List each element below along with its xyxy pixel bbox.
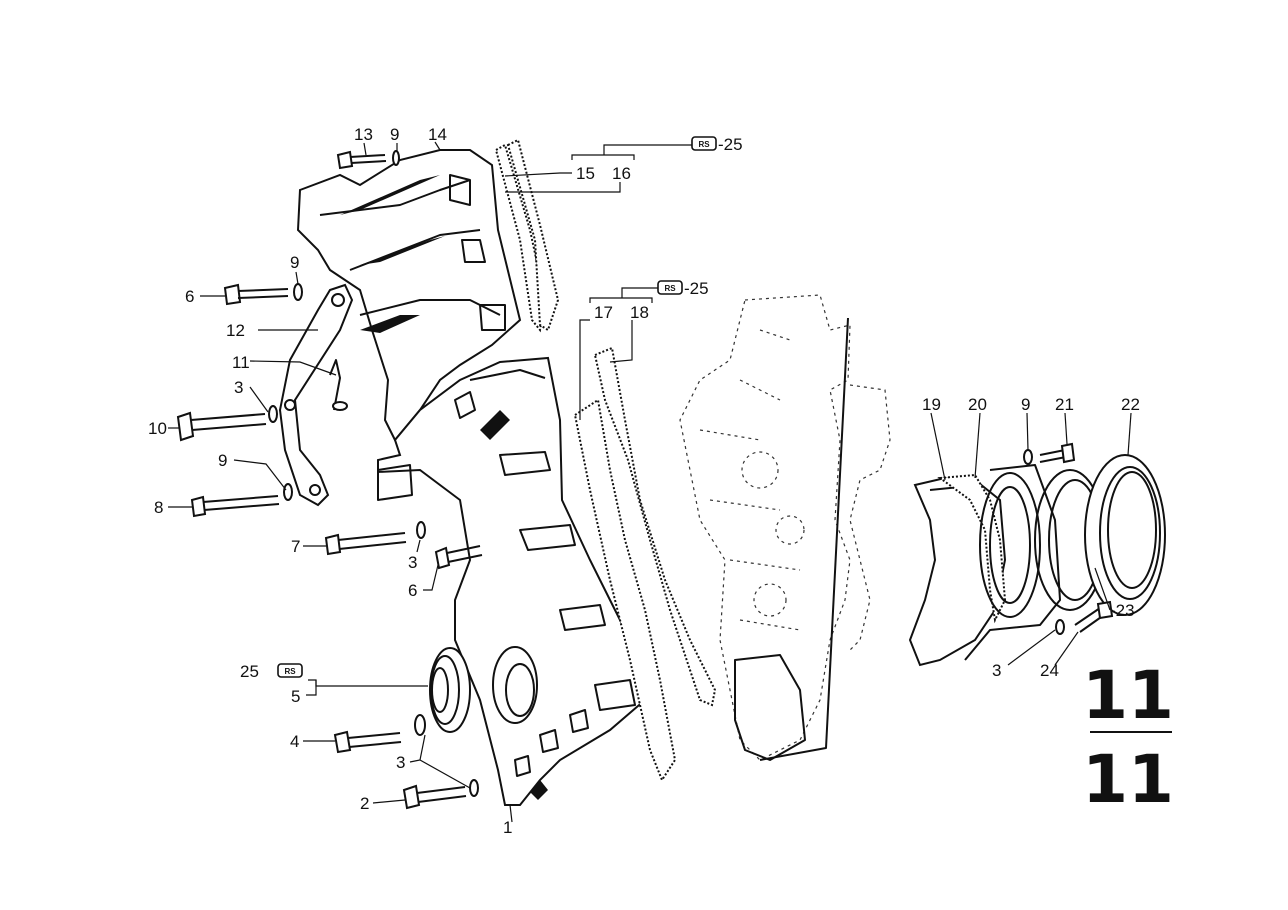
washer-9-top — [392, 150, 400, 166]
label-3-lower: 3 — [396, 753, 405, 772]
lower-timing-cover — [377, 356, 647, 806]
washer-3-seven — [416, 521, 426, 539]
label-15: 15 — [576, 164, 595, 183]
pin-11 — [329, 359, 348, 411]
label-9-rear: 9 — [1021, 395, 1030, 414]
washer-3-rear — [1055, 619, 1065, 635]
bolt-8 — [190, 495, 280, 518]
bolt-21 — [1039, 442, 1076, 464]
washer-9-low — [283, 483, 293, 501]
label-17: 17 — [594, 303, 613, 322]
bolt-6-lower — [434, 545, 483, 570]
label-9-low: 9 — [218, 451, 227, 470]
label-20: 20 — [968, 395, 987, 414]
label-21: 21 — [1055, 395, 1074, 414]
svg-text:RS: RS — [698, 140, 710, 149]
svg-text:RS: RS — [284, 667, 296, 676]
label-19: 19 — [922, 395, 941, 414]
washer-3-four — [414, 714, 426, 736]
repair-set-box-lower: RS — [277, 663, 303, 678]
label-8: 8 — [154, 498, 163, 517]
label-3-seven: 3 — [408, 553, 417, 572]
rear-oil-seal-carrier-20 — [964, 464, 1061, 661]
washer-9-rear — [1023, 449, 1033, 465]
bolt-10 — [176, 411, 267, 442]
rear-gasket-19 — [937, 473, 1007, 624]
group-number-bottom: 11 — [1082, 741, 1174, 818]
bolt-7 — [324, 532, 407, 556]
washer-9-mid — [293, 283, 303, 301]
lower-cover-gaskets — [573, 346, 717, 783]
bolt-6-upper — [223, 283, 289, 306]
engine-block-foot — [734, 654, 806, 761]
label-9-top: 9 — [390, 125, 399, 144]
label-25-lower: 25 — [240, 662, 259, 681]
label-25-top: -25 — [718, 135, 743, 154]
repair-set-box-top: RS — [691, 136, 717, 151]
engine-block-edge — [759, 317, 849, 761]
bracket — [278, 283, 354, 507]
label-6-lower: 6 — [408, 581, 417, 600]
label-5: 5 — [291, 687, 300, 706]
svg-text:RS: RS — [664, 284, 676, 293]
label-13: 13 — [354, 125, 373, 144]
shaft-seal-23 — [1084, 454, 1166, 616]
bolt-2 — [402, 784, 467, 810]
crankshaft-oil-seal — [429, 647, 471, 733]
label-18: 18 — [630, 303, 649, 322]
upper-timing-cover — [296, 149, 522, 442]
leader-lines — [168, 141, 1132, 823]
upper-cover-gaskets — [494, 138, 560, 333]
label-14: 14 — [428, 125, 447, 144]
label-25-mid: -25 — [684, 279, 709, 298]
label-9-mid: 9 — [290, 253, 299, 272]
label-2: 2 — [360, 794, 369, 813]
bolt-4 — [333, 730, 402, 754]
label-23: -23 — [1110, 601, 1135, 620]
engine-block-outline — [679, 294, 891, 761]
label-3-bracket: 3 — [234, 378, 243, 397]
washer-3-bracket — [268, 405, 278, 423]
group-number: 11 11 — [1082, 657, 1174, 818]
label-7: 7 — [291, 537, 300, 556]
bolt-13 — [336, 150, 387, 170]
label-6-upper: 6 — [185, 287, 194, 306]
label-4: 4 — [290, 732, 299, 751]
label-3-rear: 3 — [992, 661, 1001, 680]
washer-3-two — [469, 779, 479, 797]
repair-set-box-middle: RS — [657, 280, 683, 295]
group-number-top: 11 — [1082, 657, 1174, 734]
label-16: 16 — [612, 164, 631, 183]
label-11: 11 — [232, 353, 250, 372]
label-12: 12 — [226, 321, 245, 340]
label-1: 1 — [503, 818, 512, 837]
label-10: 10 — [148, 419, 167, 438]
label-22: 22 — [1121, 395, 1140, 414]
label-24: 24 — [1040, 661, 1059, 680]
